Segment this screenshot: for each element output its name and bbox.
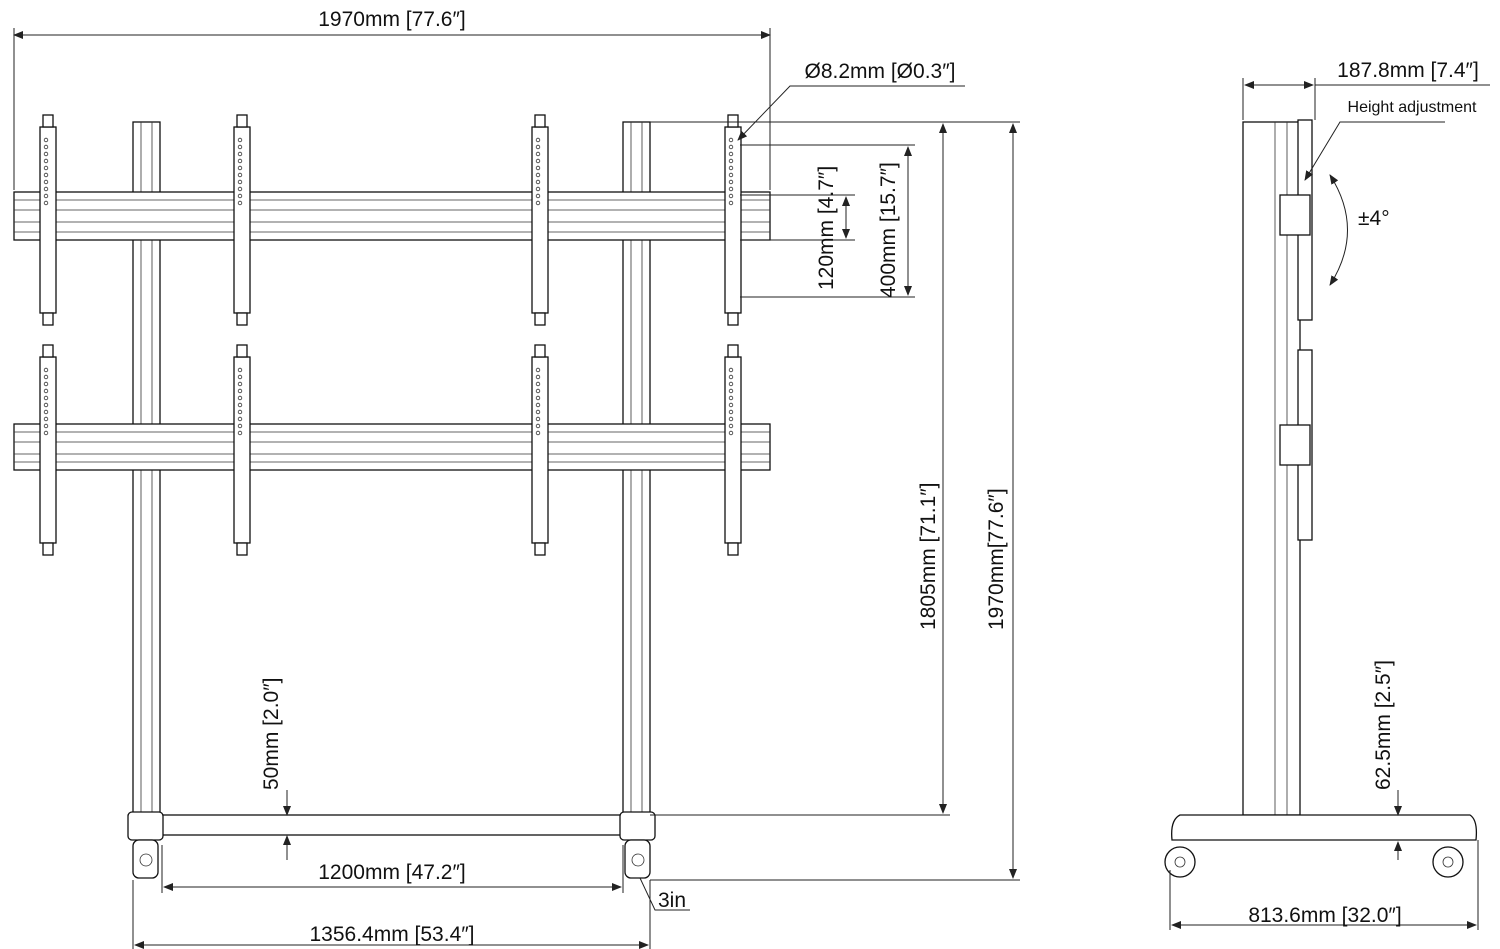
vesa-bracket [724,344,742,556]
post-spacing-label: 1200mm [47.2″] [318,861,466,884]
vesa-bracket [531,114,549,326]
adjust-range-large-label: 400mm [15.7″] [877,162,900,298]
overall-height-label: 1970mm[77.6″] [985,488,1008,630]
vesa-bracket [233,114,251,326]
side-caster-right [1432,846,1464,878]
vesa-bracket [531,344,549,556]
ground-clearance-label: 62.5mm [2.5″] [1372,660,1395,790]
side-base [1171,814,1478,841]
caster-left [132,839,159,879]
vesa-bracket [39,344,57,556]
bar-offset-label: 50mm [2.0″] [260,678,283,790]
caster-right [624,839,651,879]
vesa-bracket [724,114,742,326]
height-adjustment-label: Height adjustment [1348,99,1478,116]
front-view: 1970mm [77.6″] Ø8.2mm [Ø0.3″] 120mm [4.7… [13,8,1020,949]
caster-size-label: 3in [658,889,686,912]
base-depth-label: 813.6mm [32.0″] [1248,904,1401,927]
overall-width-label: 1970mm [77.6″] [318,8,466,31]
side-bracket-bottom [1279,349,1313,541]
rail-top [13,191,771,241]
side-caster-left [1164,846,1196,878]
base-width-label: 1356.4mm [53.4″] [309,923,474,946]
vesa-brackets [39,114,742,556]
side-bracket-top [1279,119,1313,321]
base-crossbar [127,811,656,841]
adjust-range-small-label: 120mm [4.7″] [815,166,838,290]
rail-bottom [13,423,771,471]
hole-diameter-label: Ø8.2mm [Ø0.3″] [805,60,956,83]
vesa-bracket [233,344,251,556]
depth-top-label: 187.8mm [7.4″] [1337,59,1479,82]
tilt-label: ±4° [1358,207,1390,230]
mount-height-label: 1805mm [71.1″] [917,482,940,630]
vesa-bracket [39,114,57,326]
side-view: 187.8mm [7.4″] Height adjustment ±4° 62.… [1164,59,1490,930]
side-post [1242,121,1301,816]
